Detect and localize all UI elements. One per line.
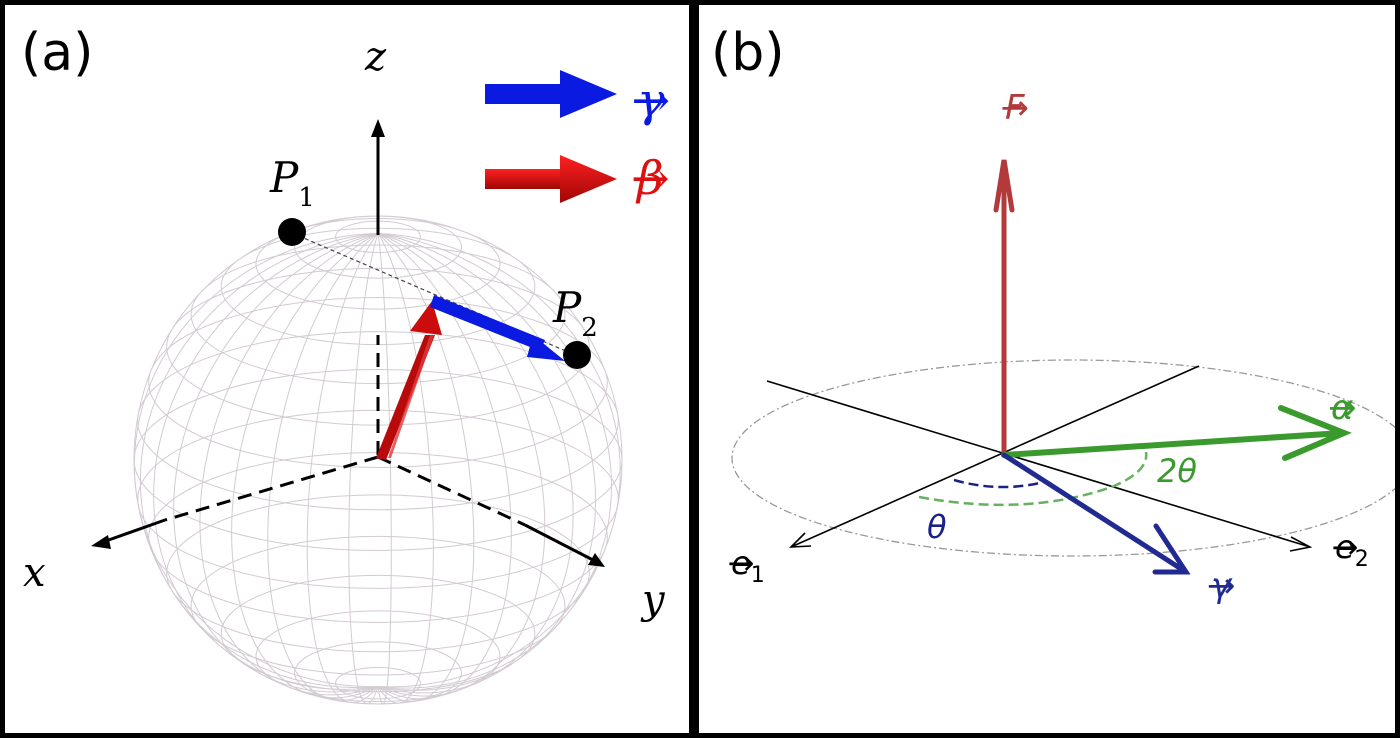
two-theta-label: 2θ — [1157, 452, 1197, 490]
gamma-symbol-b: γ — [1211, 566, 1232, 606]
legend-gamma-label: γ — [637, 73, 665, 123]
plane-ellipse — [731, 359, 1395, 557]
p1-subscript: 1 — [298, 183, 315, 213]
latitude-line — [294, 641, 462, 704]
e1-subscript: 1 — [750, 563, 765, 588]
latitude-line — [220, 574, 536, 693]
vector-geometry-figure — [731, 159, 1395, 575]
longitude-line — [377, 233, 475, 702]
p2-label: P2 — [553, 287, 598, 342]
latitude-line — [148, 297, 608, 468]
latitude-line — [148, 452, 608, 623]
longitude-line — [139, 232, 379, 689]
panel-a-label: (a) — [21, 23, 94, 83]
beta-vector-arrow — [376, 301, 442, 460]
p2-subscript: 2 — [581, 313, 598, 343]
e2-axis — [766, 380, 1313, 552]
longitude-line — [377, 232, 546, 697]
e1-axis — [788, 365, 1200, 548]
legend-beta-label: β — [637, 155, 664, 201]
z-axis-label: z — [365, 34, 387, 80]
e2-symbol: e — [1335, 528, 1355, 566]
e2-label: e2 — [1335, 528, 1369, 571]
x-axis — [91, 455, 379, 549]
e1-label: e1 — [731, 544, 765, 587]
panel-b-label: (b) — [711, 23, 785, 83]
longitude-line — [306, 233, 379, 704]
latitude-line — [335, 667, 421, 700]
f-symbol: F — [1005, 88, 1025, 128]
y-axis — [377, 455, 605, 567]
alpha-symbol: α — [1331, 388, 1354, 428]
theta-label: θ — [927, 508, 947, 546]
longitude-line — [173, 232, 379, 693]
longitude-line — [134, 232, 379, 688]
z-axis — [371, 119, 385, 455]
longitude-line — [377, 232, 621, 688]
p1-letter: P — [270, 153, 299, 202]
longitude-line — [153, 232, 379, 690]
latitude-line — [190, 535, 566, 676]
p2-letter: P — [553, 283, 582, 332]
panel-b: F (b) α γ θ 2θ e1 e2 — [699, 5, 1395, 733]
latitude-line — [255, 610, 501, 703]
gamma-vector-arrow-b — [1001, 452, 1191, 575]
longitude-line — [377, 233, 392, 704]
theta-arc — [953, 478, 1045, 489]
alpha-vector-arrow — [1001, 405, 1352, 461]
longitude-line — [267, 233, 379, 701]
point-p2 — [563, 341, 591, 369]
latitude-line — [134, 369, 622, 551]
longitude-line — [377, 232, 597, 691]
f-vector-label: F — [1005, 91, 1025, 125]
x-axis-label: x — [23, 550, 46, 596]
sphere-mesh — [133, 215, 623, 705]
longitude-line — [377, 232, 613, 689]
beta-symbol: β — [637, 151, 664, 205]
legend-beta-arrow — [485, 155, 617, 203]
two-theta-arc — [918, 451, 1148, 507]
latitude-line — [137, 331, 619, 511]
legend-gamma-arrow — [485, 70, 617, 118]
p1-p2-chord — [291, 232, 576, 356]
y-axis-label: y — [642, 577, 665, 623]
latitude-line — [137, 409, 619, 589]
longitude-line — [377, 233, 434, 704]
e2-subscript: 2 — [1354, 547, 1369, 572]
latitude-line — [166, 494, 590, 653]
gamma-vector-label-b: γ — [1211, 569, 1231, 603]
gamma-symbol: γ — [637, 73, 665, 127]
bloch-sphere-figure — [91, 70, 623, 705]
f-vector-arrow — [993, 159, 1015, 457]
e1-symbol: e — [731, 544, 751, 582]
gamma-vector-arrow — [430, 295, 565, 361]
p1-label: P1 — [270, 157, 315, 212]
panel-a: (a) z x y P1 P2 γ β — [5, 5, 689, 733]
longitude-line — [377, 232, 574, 694]
alpha-vector-label: α — [1331, 391, 1353, 425]
point-p1 — [278, 218, 306, 246]
longitude-line — [348, 233, 379, 704]
